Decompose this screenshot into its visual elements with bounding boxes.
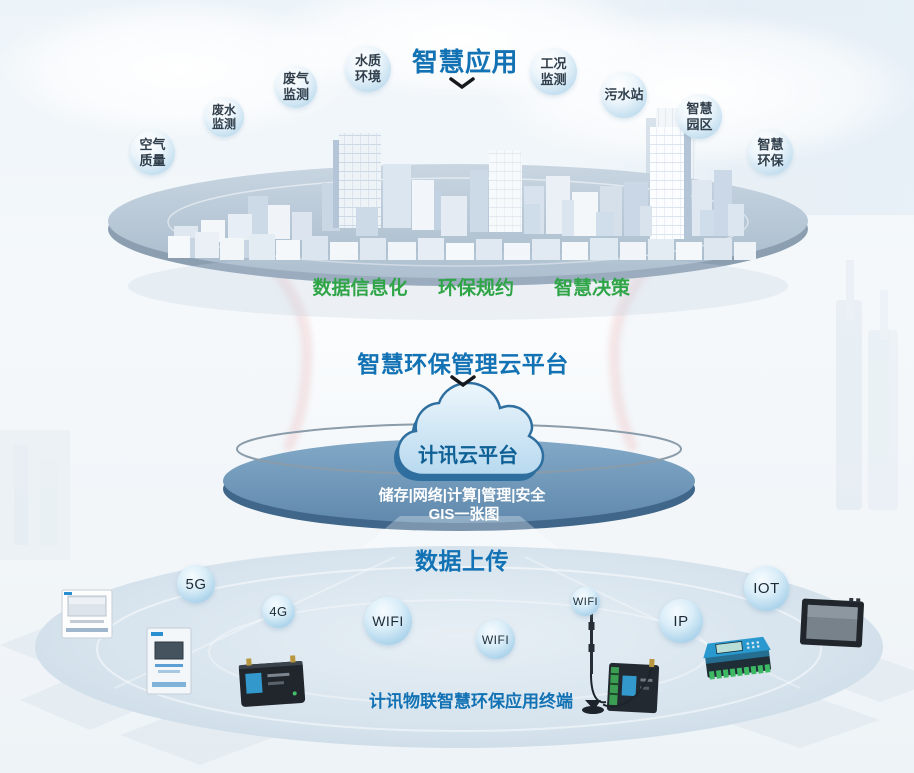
device-antenna-icon [582,607,607,714]
app-bubble-smart-park[interactable]: 智慧园区 [677,94,722,139]
network-bubble-wifi-3[interactable]: WIFI [571,587,600,616]
network-bubble-iot[interactable]: IOT [744,566,789,611]
platform-title: 智慧环保管理云平台 [357,351,569,377]
cloud-icon [394,381,545,481]
chevron-down-icon [449,77,476,388]
top-title: 智慧应用 [411,47,519,77]
terminal-label: 计讯物联智慧环保应用终端 [369,692,573,711]
device-plc-icon [703,636,771,680]
device-monitor-cabinet-icon [61,589,113,639]
app-bubble-exhaust-gas[interactable]: 废气监测 [275,66,317,108]
network-bubble-4g[interactable]: 4G [262,595,295,628]
app-bubble-air-quality[interactable]: 空气质量 [130,130,175,175]
label-data-informatization: 数据信息化 [312,278,408,299]
app-bubble-wastewater[interactable]: 废水监测 [204,97,244,137]
upload-title: 数据上传 [415,548,509,574]
device-tablet-icon [799,597,865,648]
app-bubble-smart-environment[interactable]: 智慧环保 [748,130,793,175]
cloud-label: 计讯云平台 [418,445,518,467]
app-bubble-sewage-station[interactable]: 污水站 [601,72,647,118]
network-bubble-wifi-2[interactable]: WIFI [476,620,515,659]
network-bubble-5g[interactable]: 5G [177,565,215,603]
platform-gis-line: GIS一张图 [428,506,500,523]
label-smart-decision: 智慧决策 [553,278,631,299]
app-bubble-water-quality[interactable]: 水质环境 [345,46,391,92]
label-environmental-regulation: 环保规约 [437,278,515,299]
network-bubble-ip[interactable]: IP [659,599,703,643]
device-rtu-icon [602,658,660,714]
network-bubble-wifi-1[interactable]: WIFI [364,597,412,645]
app-bubble-working-condition[interactable]: 工况监测 [530,48,577,95]
platform-capability-line: 储存|网络|计算|管理|安全 [378,487,546,504]
device-dtu-router-icon [238,655,306,707]
device-control-cabinet-icon [146,627,192,695]
